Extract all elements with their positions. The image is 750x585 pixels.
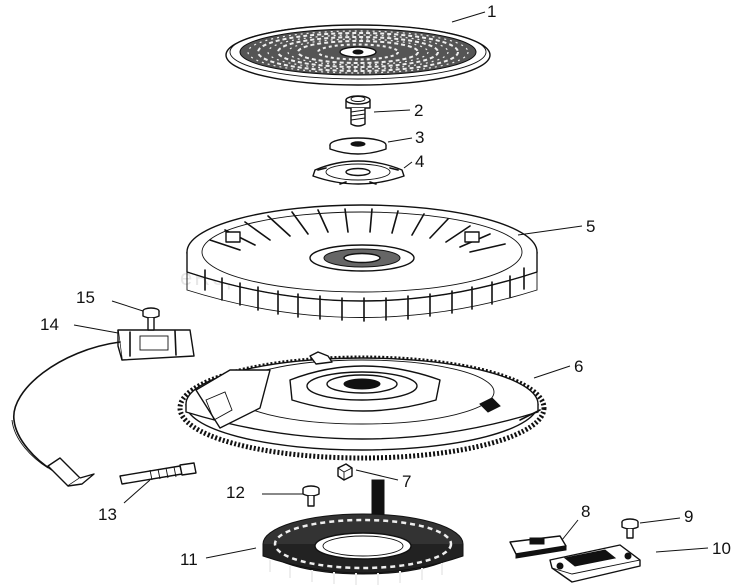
part-12-screw [302,485,320,507]
part-10-regulator [549,544,641,583]
part-6-flywheel [177,351,547,461]
callout-4: 4 [415,152,424,171]
callout-13: 13 [98,505,117,524]
callout-14: 14 [40,315,59,334]
callout-12: 12 [226,483,245,502]
part-1-grass-screen [225,24,491,86]
screen-mesh [239,28,477,76]
part-13-spark-plug [119,462,197,485]
leader-lines [73,11,709,559]
part-15-screw [142,307,160,331]
callout-numbers: 1 2 3 4 5 6 7 8 9 10 11 12 13 14 15 [40,2,731,569]
callout-6: 6 [574,357,583,376]
callout-5: 5 [586,217,595,236]
callout-10: 10 [712,539,731,558]
part-2-flywheel-bolt [345,95,371,127]
part-8-rectifier [509,535,567,559]
part-4-fan-retainer [312,160,405,185]
callout-7: 7 [402,472,411,491]
part-5-cooling-fan [186,204,538,322]
fan-blades [186,208,538,322]
callout-8: 8 [581,502,590,521]
callout-15: 15 [76,288,95,307]
callout-11: 11 [180,550,198,569]
callout-9: 9 [684,507,693,526]
part-7-flywheel-key [337,463,353,481]
part-14-ignition-module [11,329,195,487]
part-3-washer [329,137,387,155]
part-9-screw [621,518,639,539]
callout-3: 3 [415,128,424,147]
part-11-stator [262,479,464,585]
callout-2: 2 [414,101,423,120]
callout-1: 1 [487,2,496,21]
